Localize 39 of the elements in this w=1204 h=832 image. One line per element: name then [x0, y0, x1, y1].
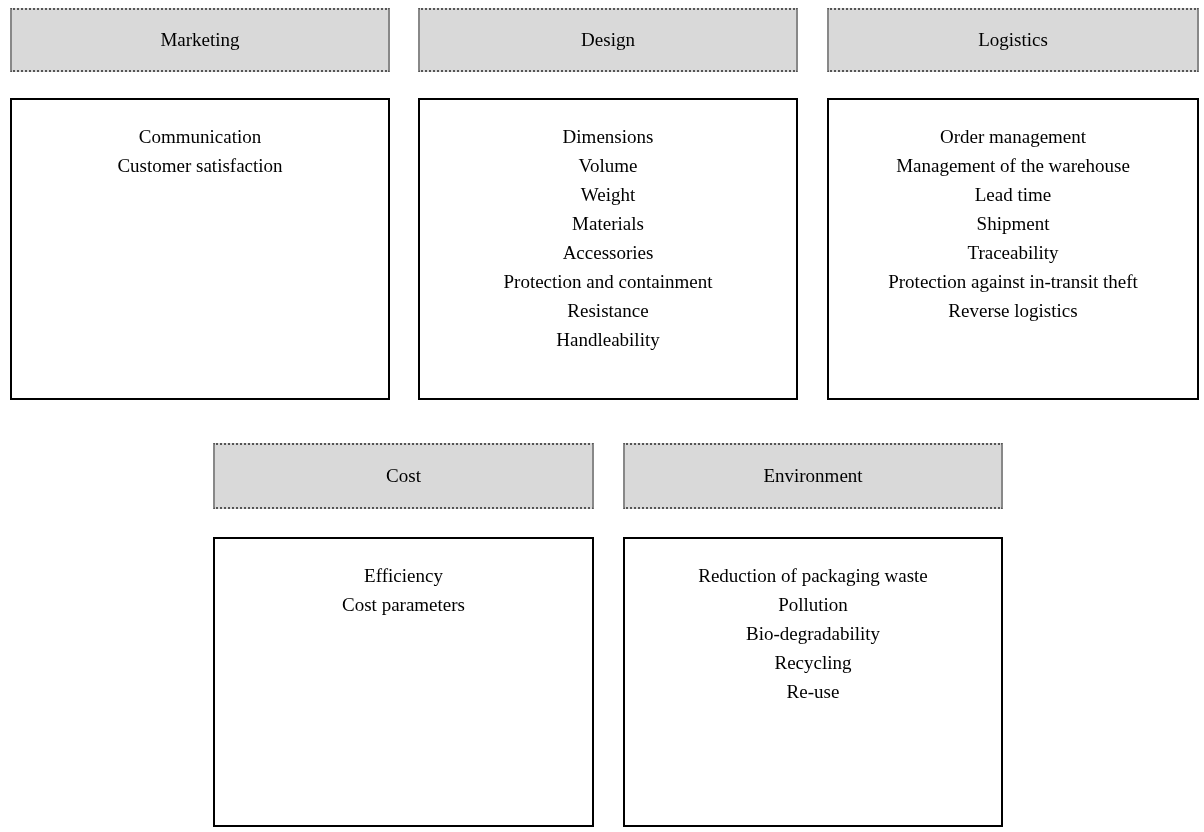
item-list-box	[418, 98, 798, 400]
list-item: Dimensions	[562, 125, 654, 149]
list-item: Reduction of packaging waste	[698, 564, 928, 588]
list-item: Management of the warehouse	[896, 154, 1130, 178]
list-item: Lead time	[974, 183, 1052, 207]
list-item: Communication	[138, 125, 262, 149]
item-list-box	[213, 537, 594, 827]
list-item: Resistance	[567, 299, 649, 323]
category-header-box	[623, 443, 1003, 509]
category-header-box	[213, 443, 594, 509]
item-list-box	[623, 537, 1003, 827]
list-item: Efficiency	[364, 564, 443, 588]
list-item: Order management	[939, 125, 1087, 149]
list-item: Cost parameters	[342, 593, 465, 617]
category-title: Environment	[763, 463, 863, 488]
category-title: Logistics	[978, 27, 1048, 52]
item-list-box	[827, 98, 1199, 400]
category-title: Marketing	[160, 27, 240, 52]
list-item: Reverse logistics	[948, 299, 1078, 323]
item-list-box	[10, 98, 390, 400]
category-header-box	[10, 8, 390, 72]
list-item: Bio-degradability	[746, 622, 880, 646]
list-item: Protection and containment	[503, 270, 713, 294]
list-item: Re-use	[786, 680, 840, 704]
category-title: Cost	[386, 463, 421, 488]
category-header-box	[827, 8, 1199, 72]
list-item: Handleability	[556, 328, 660, 352]
list-item: Pollution	[778, 593, 848, 617]
category-header-box	[418, 8, 798, 72]
list-item: Traceability	[967, 241, 1059, 265]
list-item: Weight	[580, 183, 636, 207]
list-item: Accessories	[562, 241, 654, 265]
list-item: Customer satisfaction	[117, 154, 283, 178]
list-item: Materials	[572, 212, 644, 236]
list-item: Recycling	[774, 651, 852, 675]
list-item: Volume	[578, 154, 638, 178]
list-item: Shipment	[976, 212, 1050, 236]
list-item: Protection against in-transit theft	[888, 270, 1138, 294]
category-title: Design	[581, 27, 635, 52]
